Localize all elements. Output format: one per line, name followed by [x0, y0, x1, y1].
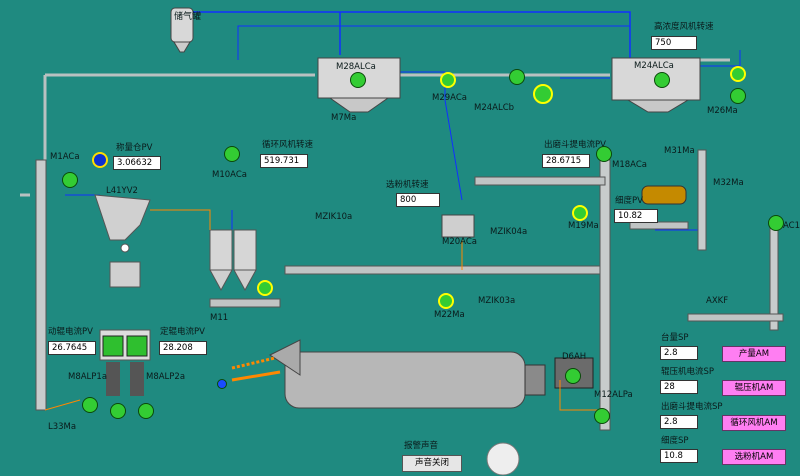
- unit-m26: M26Ma: [707, 106, 738, 116]
- unit-axkf: AXKF: [706, 296, 729, 306]
- motor-m24[interactable]: [654, 72, 670, 88]
- unit-m10: M10ACa: [212, 170, 247, 180]
- fan-speed-label: 高浓度风机转速: [654, 22, 714, 32]
- setpoint-label: 出磨斗提电流SP: [661, 402, 723, 412]
- fineness-label: 细度PV: [615, 196, 643, 206]
- motor-m8b[interactable]: [138, 403, 154, 419]
- left-elevator: [35, 159, 47, 411]
- circ-fan-label: 循环风机转速: [262, 140, 314, 150]
- fan-m24b[interactable]: [533, 84, 553, 104]
- fineness-value: 10.82: [614, 209, 658, 223]
- setpoint-am-button[interactable]: 辊压机AM: [722, 380, 786, 396]
- storage-tank-label: 储气罐: [174, 12, 202, 22]
- weight-value: 3.06632: [113, 156, 161, 170]
- unit-m31: M31Ma: [664, 146, 695, 156]
- unit-ac: AC1: [783, 221, 800, 231]
- fan-m24-outlet[interactable]: [730, 66, 746, 82]
- motor-l33[interactable]: [82, 397, 98, 413]
- alarm-indicator: [486, 442, 520, 476]
- unit-m24b: M24ALCb: [474, 103, 515, 113]
- unit-m22: M22Ma: [434, 310, 465, 320]
- motor-m12[interactable]: [594, 408, 610, 424]
- setpoint-am-button[interactable]: 产量AM: [722, 346, 786, 362]
- unit-d6: D6AH: [562, 352, 587, 362]
- motor-m26[interactable]: [730, 88, 746, 104]
- feed-hopper: [94, 194, 151, 241]
- setpoint-input[interactable]: 2.8: [660, 346, 698, 360]
- unit-m20: M20ACa: [442, 237, 477, 247]
- fan-speed-value: 750: [651, 36, 697, 50]
- moving-current-label: 动辊电流PV: [48, 327, 93, 337]
- fan-m29[interactable]: [440, 72, 456, 88]
- ball-mill: [284, 351, 526, 409]
- fan-m22[interactable]: [438, 293, 454, 309]
- circ-fan-value: 519.731: [260, 154, 308, 168]
- unit-m12: M12ALPa: [594, 390, 633, 400]
- motor-ac[interactable]: [768, 215, 784, 231]
- sep-value: 800: [396, 193, 440, 207]
- sound-off-button[interactable]: 声音关闭: [402, 455, 462, 472]
- unit-m18: M18ACa: [612, 160, 647, 170]
- elevator-label: 出磨斗提电流PV: [544, 140, 606, 150]
- sep-label: 选粉机转速: [386, 180, 429, 190]
- setpoint-input[interactable]: 28: [660, 380, 698, 394]
- motor-m1[interactable]: [62, 172, 78, 188]
- unit-m7: M7Ma: [331, 113, 357, 123]
- fixed-current-label: 定辊电流PV: [160, 327, 205, 337]
- motor-m8a[interactable]: [110, 403, 126, 419]
- weight-label: 称量仓PV: [116, 143, 153, 153]
- valve-indicator: [217, 379, 227, 389]
- unit-l41: L41YV2: [106, 186, 138, 196]
- separator: [441, 214, 475, 238]
- fan-m19[interactable]: [572, 205, 588, 221]
- motor-d6[interactable]: [565, 368, 581, 384]
- unit-m32: M32Ma: [713, 178, 744, 188]
- alarm-label: 报警声音: [404, 441, 439, 451]
- motor-m10[interactable]: [224, 146, 240, 162]
- setpoint-am-button[interactable]: 循环风机AM: [722, 415, 786, 431]
- unit-mzik03: MZIK03a: [478, 296, 516, 306]
- unit-mzik04: MZIK04a: [490, 227, 528, 237]
- unit-m28: M28ALCa: [336, 62, 376, 72]
- unit-m8a: M8ALP1a: [68, 372, 108, 382]
- unit-l33: L33Ma: [48, 422, 77, 432]
- unit-m29: M29ACa: [432, 93, 467, 103]
- unit-m1: M1ACa: [50, 152, 80, 162]
- moving-current-value: 26.7645: [48, 341, 96, 355]
- unit-m11: M11: [210, 313, 229, 323]
- weight-scale-icon: [92, 152, 108, 168]
- fixed-current-value: 28.208: [159, 341, 207, 355]
- setpoint-am-button[interactable]: 选粉机AM: [722, 449, 786, 465]
- unit-m19: M19Ma: [568, 221, 599, 231]
- unit-mzik10: MZIK10a: [315, 212, 353, 222]
- setpoint-label: 台量SP: [661, 333, 689, 343]
- setpoint-label: 辊压机电流SP: [661, 367, 715, 377]
- unit-m24: M24ALCa: [634, 61, 674, 71]
- motor-m29b[interactable]: [509, 69, 525, 85]
- heater: [641, 185, 687, 205]
- setpoint-input[interactable]: 10.8: [660, 449, 698, 463]
- motor-m18[interactable]: [596, 146, 612, 162]
- unit-m8b: M8ALP2a: [146, 372, 186, 382]
- setpoint-label: 细度SP: [661, 436, 689, 446]
- fan-m11[interactable]: [257, 280, 273, 296]
- elevator-value: 28.6715: [542, 154, 590, 168]
- setpoint-input[interactable]: 2.8: [660, 415, 698, 429]
- motor-m28[interactable]: [350, 72, 366, 88]
